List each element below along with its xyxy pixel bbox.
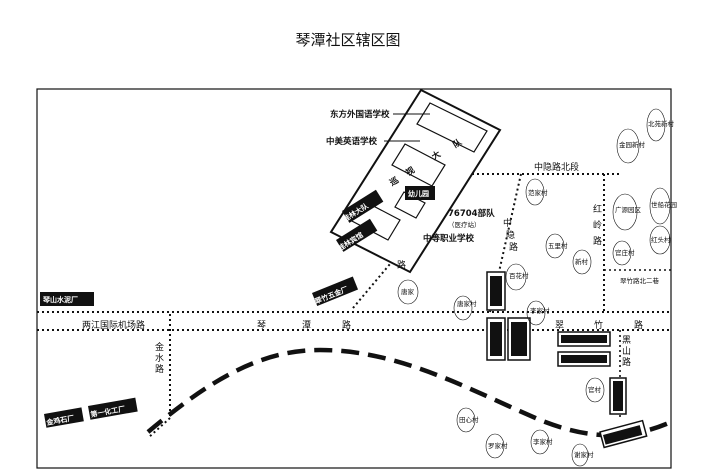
hongling-road-1: 红 <box>593 203 602 215</box>
village-tang-jia: 唐家 <box>401 287 415 296</box>
village-lijia-low: 李家村 <box>533 437 553 446</box>
jinshui-road-1: 金 <box>155 341 164 353</box>
zhongyin-road-3: 路 <box>509 241 518 253</box>
jinshui-road-3: 路 <box>155 363 164 375</box>
block-d <box>557 331 611 347</box>
block-c <box>507 317 531 361</box>
heishan-road-1: 黑 <box>622 335 631 346</box>
brand-factory: 翠竹五金厂 <box>312 276 359 306</box>
airport-road-label: 两江国际机场路 <box>82 319 145 331</box>
unit-76704-label: 76704部队 <box>448 208 495 219</box>
map-title: 琴潭社区辖区图 <box>295 31 400 49</box>
village-li-jia: 李家村 <box>530 306 550 315</box>
diagonal-road-label: 路 <box>397 259 406 271</box>
jinshan-factory: 金鸡石厂 <box>44 407 84 428</box>
kindergarten-label: 幼儿园 <box>408 189 429 198</box>
village-tang-jia-village: 唐家村 <box>457 299 477 308</box>
heishan-road-2: 山 <box>622 346 631 357</box>
zhongyin-road-2: 隐 <box>506 229 515 241</box>
unit-76704-sub: （医疗站） <box>448 220 481 229</box>
zhongmei-school-label: 中美英语学校 <box>326 136 378 147</box>
qintan-road-3: 路 <box>342 319 351 331</box>
village-tianxin: 田心村 <box>459 415 479 424</box>
cuizhu-road-2: 竹 <box>594 319 603 331</box>
village-luojia: 罗家村 <box>488 441 508 450</box>
qinshan-factory-box <box>40 292 94 306</box>
block-e <box>557 351 611 367</box>
tiyi-factory: 第一化工厂 <box>88 397 138 420</box>
village-guangyuan: 广源园区 <box>615 205 642 214</box>
vocational-school-label: 中等职业学校 <box>423 233 475 244</box>
block-b <box>486 317 506 361</box>
corner-building <box>599 419 648 449</box>
village-guanzhuang: 官庄村 <box>615 248 635 257</box>
map-border <box>36 88 672 469</box>
village-xin-village: 新村 <box>575 257 589 266</box>
kindergarten-box <box>405 186 435 200</box>
village-baihua: 百花村 <box>509 271 529 280</box>
village-fan-jia: 范家村 <box>528 188 548 197</box>
heishan-road-3: 路 <box>622 356 631 368</box>
village-shifu: 世船花园 <box>651 200 677 209</box>
qintan-road-1: 琴 <box>257 320 266 331</box>
qintan-road-2: 潭 <box>302 320 311 331</box>
village-markers: 唐家 唐家村 百花村 李家村 范家村 五里村 新村 广源园区 金园新村 北苑新村… <box>397 108 677 467</box>
cuizhu-road-1: 翠 <box>555 320 564 331</box>
cuizhu-road-3: 路 <box>634 319 643 331</box>
village-five-li: 五里村 <box>548 241 568 250</box>
qinshan-factory-label: 琴山水泥厂 <box>42 295 78 304</box>
hongling-road-3: 路 <box>593 235 602 247</box>
village-jinyuan: 金园新村 <box>619 140 646 149</box>
village-xiejia: 谢家村 <box>574 450 594 459</box>
cuizhu-north2-label: 翠竹路北二巷 <box>620 276 660 285</box>
village-hongshu: 红头村 <box>651 235 671 244</box>
zhongyin-north-label: 中隐路北段 <box>534 161 579 173</box>
zhongyin-road-1: 中 <box>503 217 512 229</box>
village-guan: 官村 <box>588 385 602 394</box>
jinshui-road-2: 水 <box>155 352 164 364</box>
village-north: 北苑新村 <box>648 119 675 128</box>
block-f <box>609 377 627 415</box>
block-a <box>486 271 506 311</box>
hongling-road-2: 岭 <box>593 219 602 231</box>
zhongyin-road <box>489 173 522 313</box>
oriental-school-label: 东方外国语学校 <box>330 109 390 120</box>
